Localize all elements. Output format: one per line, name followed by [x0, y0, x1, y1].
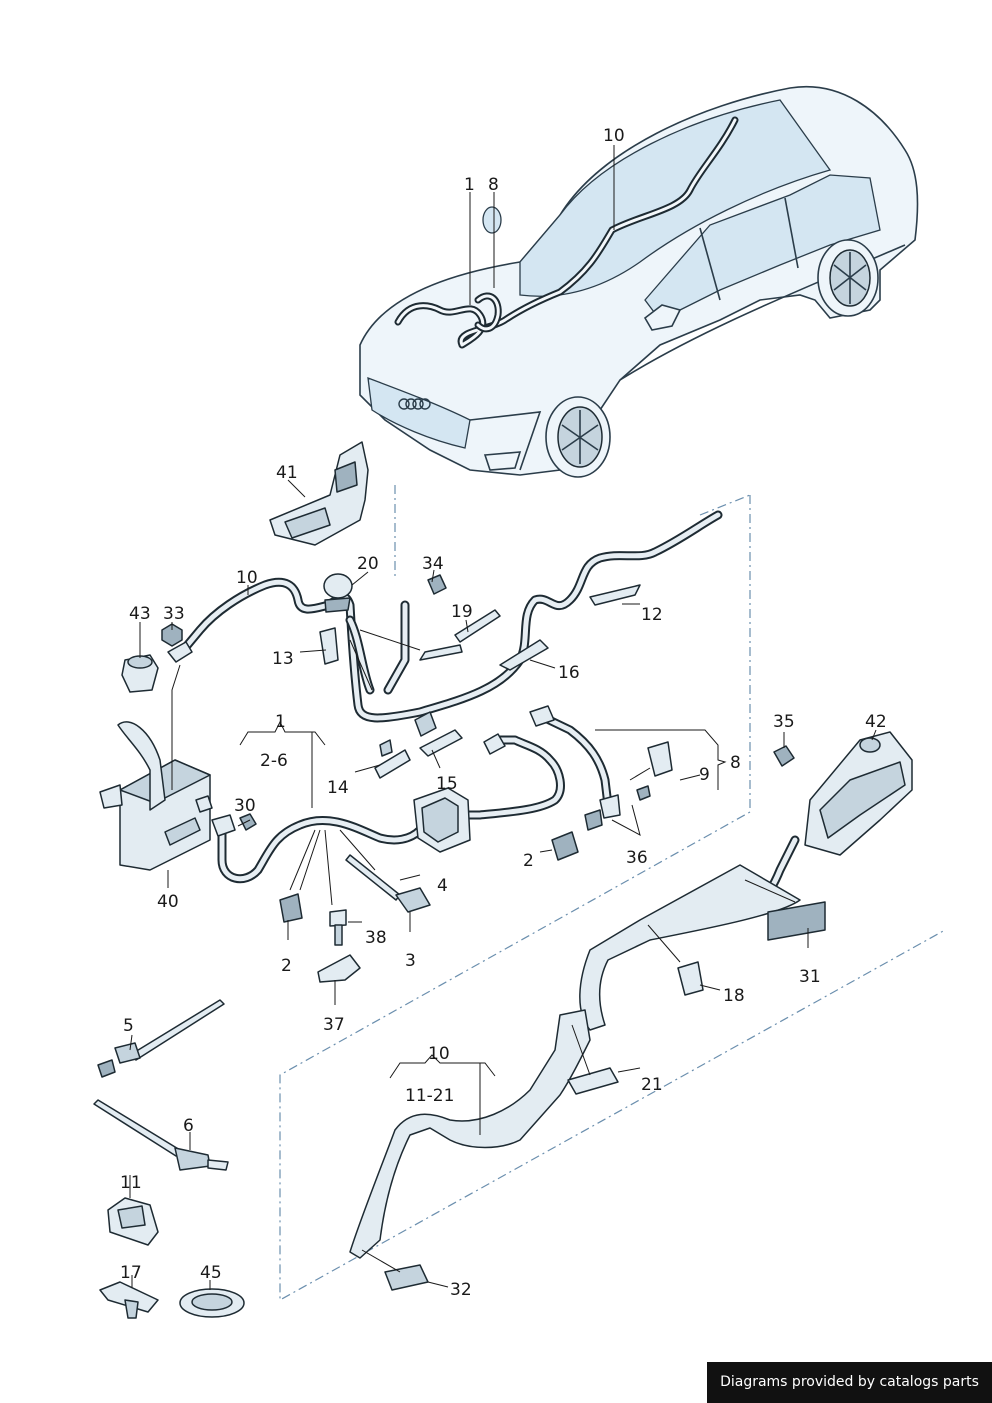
- callout-41: 41: [276, 463, 298, 483]
- car-illustration: [359, 86, 919, 478]
- callout-30: 30: [234, 796, 256, 816]
- callout-1-group: 1: [275, 712, 286, 732]
- callout-2-b: 2: [281, 956, 292, 976]
- callout-37: 37: [323, 1015, 345, 1035]
- callout-2-6: 2-6: [260, 751, 288, 771]
- part-10-battery-cable-rear: [349, 835, 801, 1259]
- callout-31: 31: [799, 967, 821, 987]
- part-17-clip: [99, 1281, 159, 1319]
- part-45-grommet: [179, 1288, 245, 1318]
- part-1-battery-cable: [195, 733, 565, 884]
- part-6-cable-tie: [93, 1099, 229, 1171]
- callout-1-top: 1: [464, 175, 475, 195]
- callout-10-mid: 10: [236, 568, 258, 588]
- rear-wheel: [817, 239, 879, 317]
- callout-3: 3: [405, 951, 416, 971]
- callout-42: 42: [865, 712, 887, 732]
- callout-8-side: 8: [730, 753, 741, 773]
- part-5-cable-tie-clip: [97, 999, 225, 1078]
- callout-2-a: 2: [523, 851, 534, 871]
- callout-11: 11: [120, 1173, 142, 1193]
- callout-17: 17: [120, 1263, 142, 1283]
- part-11-holder: [107, 1197, 159, 1246]
- part-10-battery-cable-front: [167, 510, 723, 723]
- callout-19: 19: [451, 602, 473, 622]
- callout-40: 40: [157, 892, 179, 912]
- callout-45: 45: [200, 1263, 222, 1283]
- callout-9: 9: [699, 765, 710, 785]
- callout-4: 4: [437, 876, 448, 896]
- part-42-fuse-carrier: [804, 731, 913, 856]
- callout-14: 14: [327, 778, 349, 798]
- callout-34: 34: [422, 554, 444, 574]
- small-parts-lower-right: [384, 901, 826, 1291]
- callout-36: 36: [626, 848, 648, 868]
- callout-11-21: 11-21: [405, 1086, 454, 1106]
- small-parts-middle: [279, 745, 795, 983]
- front-wheel: [545, 396, 611, 478]
- callout-18: 18: [723, 986, 745, 1006]
- small-parts-upper: [121, 574, 641, 779]
- part-41-bracket: [269, 441, 369, 546]
- callout-32: 32: [450, 1280, 472, 1300]
- callout-20: 20: [357, 554, 379, 574]
- callout-15: 15: [436, 774, 458, 794]
- callout-43: 43: [129, 604, 151, 624]
- callout-10-group: 10: [428, 1044, 450, 1064]
- callout-10-top: 10: [603, 126, 625, 146]
- callout-6: 6: [183, 1116, 194, 1136]
- callout-16: 16: [558, 663, 580, 683]
- part-8-cable-starter: [529, 705, 673, 831]
- callout-8-top: 8: [488, 175, 499, 195]
- dashed-group-outlines: [279, 485, 946, 1302]
- callout-33: 33: [163, 604, 185, 624]
- callout-5: 5: [123, 1016, 134, 1036]
- car-wiring-harness: [394, 116, 739, 349]
- leader-lines: [129, 145, 877, 1290]
- callout-13: 13: [272, 649, 294, 669]
- callout-38: 38: [365, 928, 387, 948]
- callout-35: 35: [773, 712, 795, 732]
- audi-rings-icon: [398, 398, 431, 410]
- callout-labels: 1 8 10 41 20 34 10 43 33 19 13 12 16 1 2…: [120, 126, 887, 1300]
- credit-banner: Diagrams provided by catalogs parts: [707, 1362, 992, 1403]
- callout-21: 21: [641, 1075, 663, 1095]
- callout-12: 12: [641, 605, 663, 625]
- part-40-battery-sensor: [99, 721, 211, 871]
